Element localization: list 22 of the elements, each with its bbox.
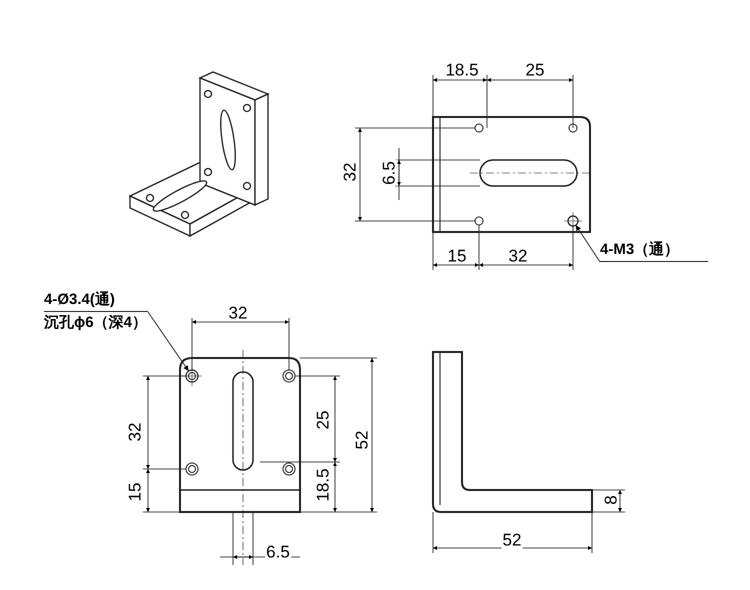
dimension-text: 52 <box>354 430 370 450</box>
dimension-text: 52 <box>502 532 522 548</box>
dimension-text: 6.5 <box>380 160 398 186</box>
dimension-text: 18.5 <box>444 62 480 78</box>
callout-text: 4-M3（通） <box>600 239 708 262</box>
hole <box>564 212 582 230</box>
dimension-text: 18.5 <box>314 467 332 503</box>
dimension-text: 32 <box>342 162 358 182</box>
leader-line <box>148 312 190 372</box>
dimension-text: 6.5 <box>265 544 291 560</box>
leader-line <box>575 224 600 262</box>
dimension-text: 32 <box>126 422 144 442</box>
dimension-text: 15 <box>446 248 468 264</box>
dimension-text: 25 <box>524 62 546 78</box>
hole <box>182 366 202 386</box>
dimension-text: 32 <box>228 304 248 322</box>
dimension-text: 8 <box>602 494 620 506</box>
dimension-text: 25 <box>314 410 332 430</box>
callout-text: 4-Ø3.4(通) <box>44 289 148 312</box>
dimension-text: 32 <box>508 248 528 264</box>
callout-text: 沉孔ϕ6（深4） <box>44 313 147 333</box>
dimension-text: 15 <box>126 482 144 502</box>
